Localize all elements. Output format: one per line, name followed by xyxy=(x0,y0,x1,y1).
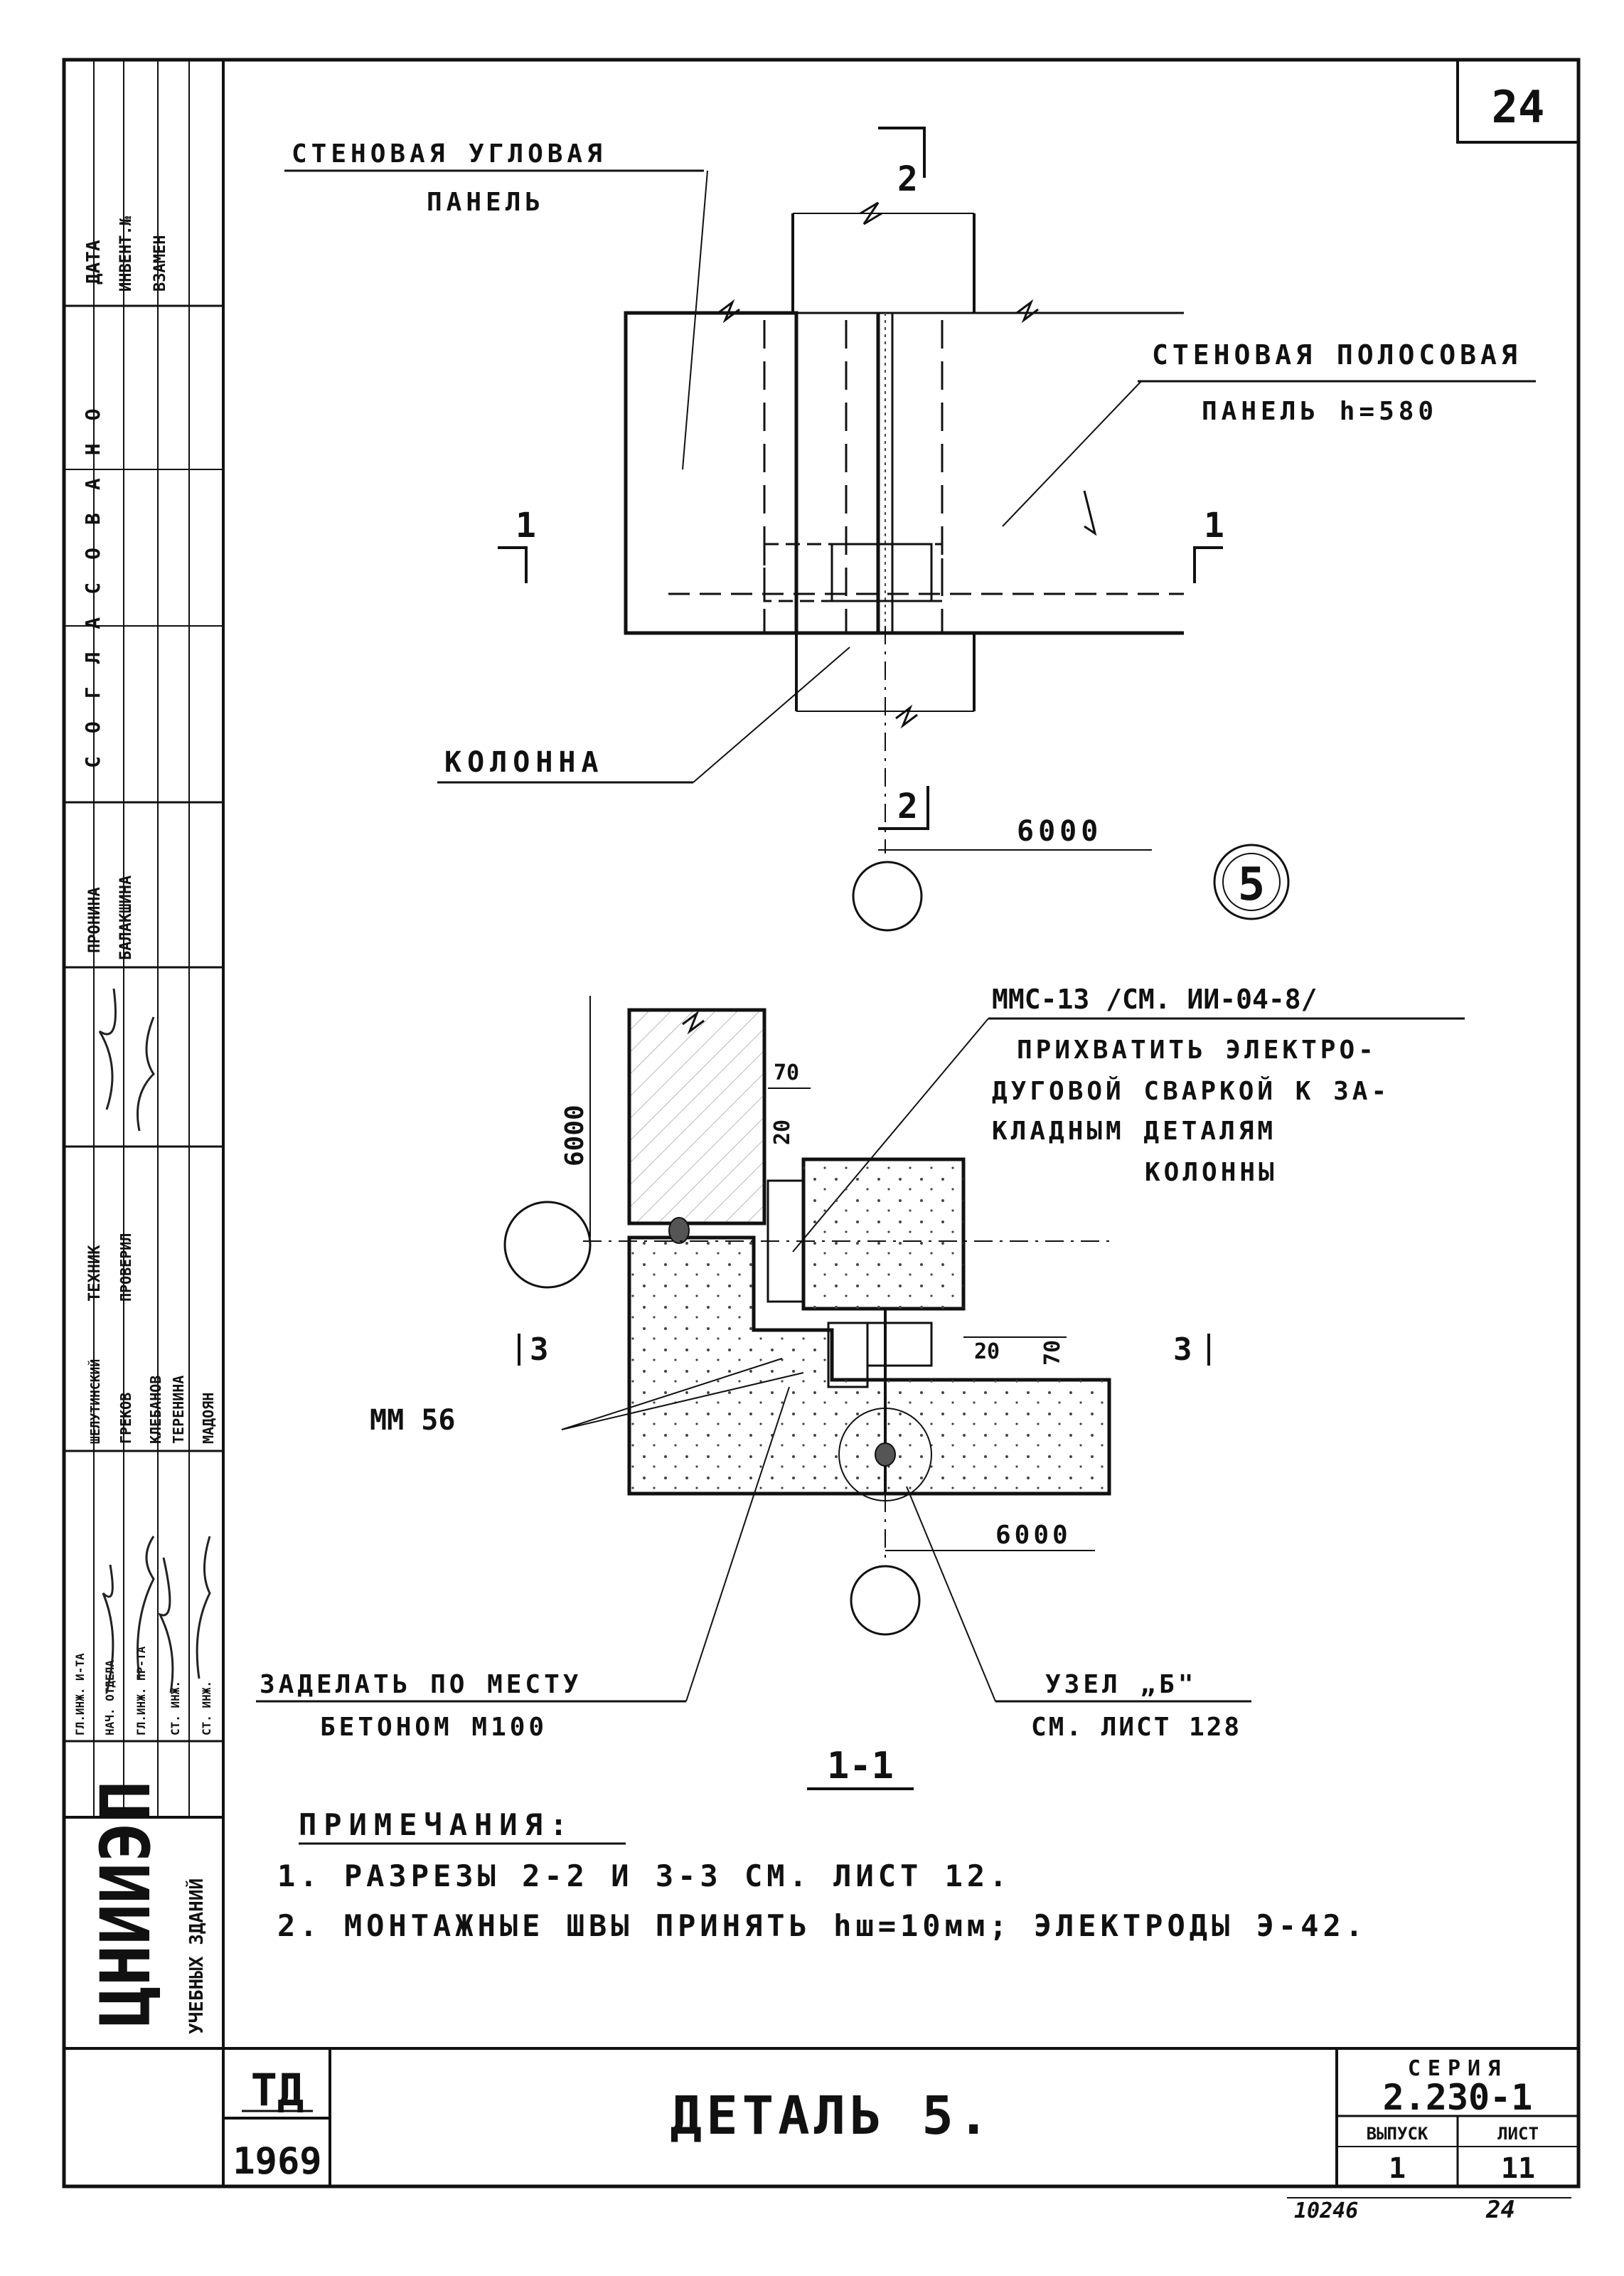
sheet-number-box: 24 xyxy=(1456,60,1578,144)
stamp-page: 24 xyxy=(1485,2196,1515,2224)
stamp-code: 10246 xyxy=(1294,2198,1358,2223)
side-org: ЦНИИЭП xyxy=(86,1780,166,2027)
td-mark: ТД xyxy=(251,2064,304,2116)
drawing-title: ДЕТАЛЬ 5. xyxy=(671,2085,994,2147)
side-name-2: ГРЕКОВ xyxy=(117,1393,134,1444)
note-2: 2. МОНТАЖНЫЕ ШВЫ ПРИНЯТЬ hш=10мм; ЭЛЕКТР… xyxy=(277,1908,1367,1943)
side-role-1: ТЕХНИК xyxy=(86,1245,104,1302)
section-1-right: 1 xyxy=(1204,506,1224,546)
dim-20a: 20 xyxy=(770,1120,795,1145)
sheet-number: 11 xyxy=(1501,2152,1535,2185)
side-post-3: ГЛ.ИНЖ. ПР-ТА xyxy=(134,1646,148,1735)
weld-note-2: ДУГОВОЙ СВАРКОЙ К ЗА- xyxy=(992,1076,1390,1106)
section-title: 1-1 xyxy=(827,1745,894,1787)
note-1: 1. РАЗРЕЗЫ 2-2 И 3-3 СМ. ЛИСТ 12. xyxy=(277,1858,1011,1893)
year: 1969 xyxy=(233,2140,321,2183)
fill-note-1: ЗАДЕЛАТЬ ПО МЕСТУ xyxy=(260,1670,582,1699)
sheet-number-top: 24 xyxy=(1492,81,1545,133)
side-person-1: ПРОНИНА xyxy=(86,887,104,953)
weld-note-3: КЛАДНЫМ ДЕТАЛЯМ xyxy=(992,1117,1276,1146)
sheet-label: ЛИСТ xyxy=(1497,2124,1539,2144)
side-date: ДАТА xyxy=(83,240,105,284)
side-org-sub: УЧЕБНЫХ ЗДАНИЙ xyxy=(185,1878,208,2034)
notes-heading: ПРИМЕЧАНИЯ: xyxy=(299,1807,575,1842)
series-label: СЕРИЯ xyxy=(1408,2056,1507,2081)
side-post-4: СТ. ИНЖ. xyxy=(169,1681,182,1735)
section-3-right: 3 xyxy=(1173,1331,1192,1368)
dim-6000-vert: 6000 xyxy=(560,1105,589,1166)
side-inv: ИНВЕНТ.№ xyxy=(117,216,135,292)
mmc-ref: ММС-13 /СМ. ИИ-04-8/ xyxy=(992,984,1318,1015)
side-role-2: ПРОВЕРИЛ xyxy=(117,1233,134,1302)
side-name-3: КЛЕБАНОВ xyxy=(147,1376,164,1444)
node-note-1: УЗЕЛ „Б" xyxy=(1045,1670,1197,1699)
side-approved: СОГЛАСОВАНО xyxy=(81,386,105,768)
side-name-4: ТЕРЕНИНА xyxy=(170,1376,187,1444)
side-person-2: БАЛАКШИНА xyxy=(117,876,135,960)
plan-view: СТЕНОВАЯ УГЛОВАЯ ПАНЕЛЬ 2 1 1 С xyxy=(284,127,1536,932)
section-1-left: 1 xyxy=(515,506,536,546)
dim-6000-top: 6000 xyxy=(1017,815,1102,848)
side-post-1: ГЛ.ИНЖ. И-ТА xyxy=(73,1653,87,1735)
issue-label: ВЫПУСК xyxy=(1367,2124,1428,2144)
label-strip-panel-1: СТЕНОВАЯ ПОЛОСОВАЯ xyxy=(1152,339,1522,371)
section-3-left: 3 xyxy=(530,1331,549,1368)
sheet-frame xyxy=(62,58,1581,2189)
dim-70b: 70 xyxy=(1040,1340,1065,1366)
node-note-2: СМ. ЛИСТ 128 xyxy=(1031,1713,1241,1742)
detail-number: 5 xyxy=(1238,858,1266,911)
label-strip-panel-2: ПАНЕЛЬ h=580 xyxy=(1202,397,1438,426)
side-replace: ВЗАМЕН xyxy=(151,235,169,292)
side-post-5: СТ. ИНЖ. xyxy=(200,1681,213,1735)
label-corner-panel-2: ПАНЕЛЬ xyxy=(427,188,545,217)
dim-70a: 70 xyxy=(774,1060,799,1085)
weld-note-4: КОЛОННЫ xyxy=(1145,1158,1278,1187)
bottom-stamp: 10246 24 xyxy=(1287,2196,1571,2224)
side-name-5: МАДОЯН xyxy=(200,1393,217,1444)
dim-20b: 20 xyxy=(974,1339,1000,1364)
mm-ref: ММ 56 xyxy=(370,1404,455,1437)
section-2-top: 2 xyxy=(897,159,918,199)
fill-note-2: БЕТОНОМ М100 xyxy=(320,1713,547,1742)
label-column: КОЛОННА xyxy=(444,746,604,779)
issue-number: 1 xyxy=(1389,2152,1406,2185)
dim-6000-bottom: 6000 xyxy=(995,1521,1072,1550)
side-post-2: НАЧ. ОТДЕЛА xyxy=(103,1660,117,1735)
weld-note-1: ПРИХВАТИТЬ ЭЛЕКТРО- xyxy=(1017,1036,1377,1065)
notes-block: ПРИМЕЧАНИЯ: 1. РАЗРЕЗЫ 2-2 И 3-3 СМ. ЛИС… xyxy=(277,1807,1367,1943)
section-1-1: ММС-13 /СМ. ИИ-04-8/ ПРИХВАТИТЬ ЭЛЕКТРО-… xyxy=(256,984,1465,1790)
title-block: ТД 1969 ДЕТАЛЬ 5. СЕРИЯ 2.230-1 ВЫПУСК Л… xyxy=(223,2048,1578,2186)
series-number: 2.230-1 xyxy=(1383,2077,1533,2118)
side-name-1: ШЕЛУТИНСКИЙ xyxy=(87,1359,103,1444)
section-2-bottom: 2 xyxy=(897,787,918,826)
signatures xyxy=(98,988,211,1693)
side-approval-block: ДАТА ИНВЕНТ.№ ВЗАМЕН СОГЛАСОВАНО ПРОНИНА… xyxy=(64,60,223,2034)
label-corner-panel-1: СТЕНОВАЯ УГЛОВАЯ xyxy=(292,139,607,169)
